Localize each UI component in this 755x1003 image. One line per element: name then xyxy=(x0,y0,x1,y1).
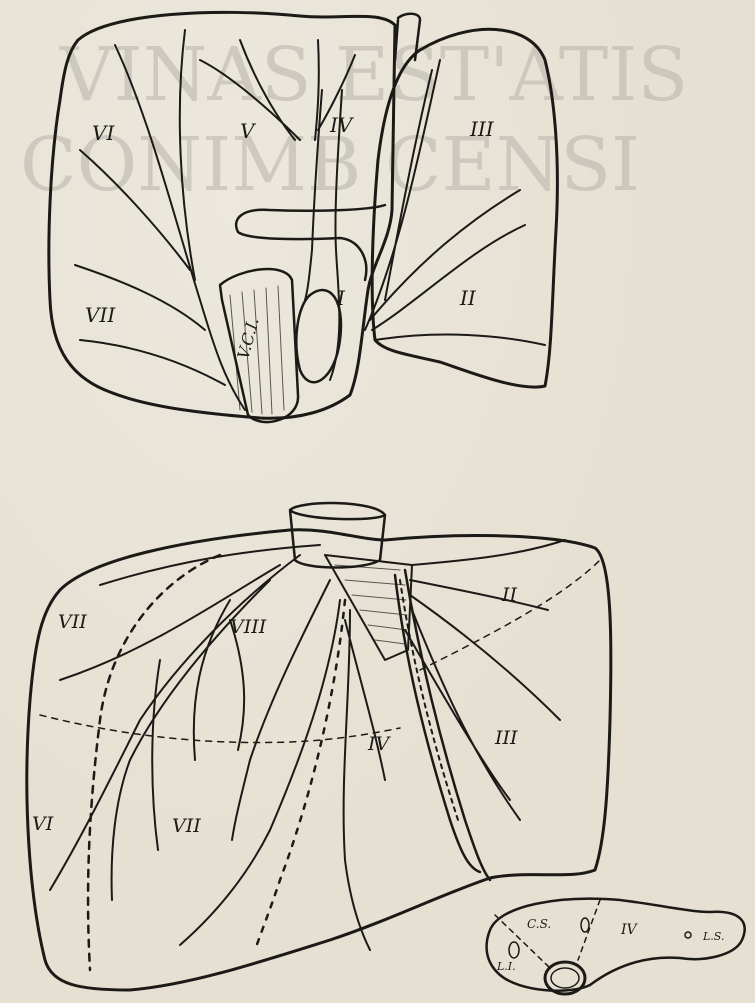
inset-central-vessel-inner xyxy=(551,968,579,988)
bottom-segment-label-5: III xyxy=(494,727,518,749)
inset-label-4: L.I. xyxy=(496,960,516,973)
top-segment-label-5: VII xyxy=(85,303,116,327)
top-segment-label-6: I xyxy=(336,286,346,310)
bottom-segment-label-3: II xyxy=(501,584,518,606)
inset-left-vessel xyxy=(509,942,519,958)
bottom-right-branches xyxy=(405,540,565,820)
top-segment-label-2: V xyxy=(240,119,257,143)
bottom-liver-outline xyxy=(27,530,611,990)
bottom-segment-label-2: VIII xyxy=(230,616,267,638)
top-segment-label-3: IV xyxy=(329,113,355,137)
ghost-text-line-1: VINAS EST'ATIS xyxy=(59,32,688,118)
bottom-segment-label-7: VII xyxy=(172,815,201,837)
inset-upper-vessel xyxy=(581,918,589,932)
inset-diagram: C.S. IV L.S. L.I. xyxy=(487,899,745,994)
bottom-liver-figure: VII VIII II IV III VI VII xyxy=(27,503,611,990)
bottom-segment-label-4: IV xyxy=(367,733,392,755)
bottom-left-branches xyxy=(50,545,320,900)
bottom-segment-label-6: VI xyxy=(32,813,54,835)
inset-right-vessel xyxy=(685,932,691,938)
top-segment-label-1: VI xyxy=(92,121,115,145)
top-segment-label-7: II xyxy=(459,286,477,310)
inset-label-2: IV xyxy=(620,922,639,938)
bottom-ivc-cylinder xyxy=(290,503,385,567)
bottom-dashed-border-left xyxy=(88,555,220,970)
bottom-center-branches xyxy=(180,580,385,950)
bottom-dashed-right xyxy=(420,560,600,670)
bottom-segment-label-1: VII xyxy=(58,611,87,633)
inset-label-1: C.S. xyxy=(527,917,551,931)
inset-label-3: L.S. xyxy=(702,930,724,943)
top-ivc-trunk xyxy=(220,269,298,422)
top-segment-label-4: III xyxy=(469,117,495,141)
inset-dashed-lines xyxy=(495,900,600,968)
